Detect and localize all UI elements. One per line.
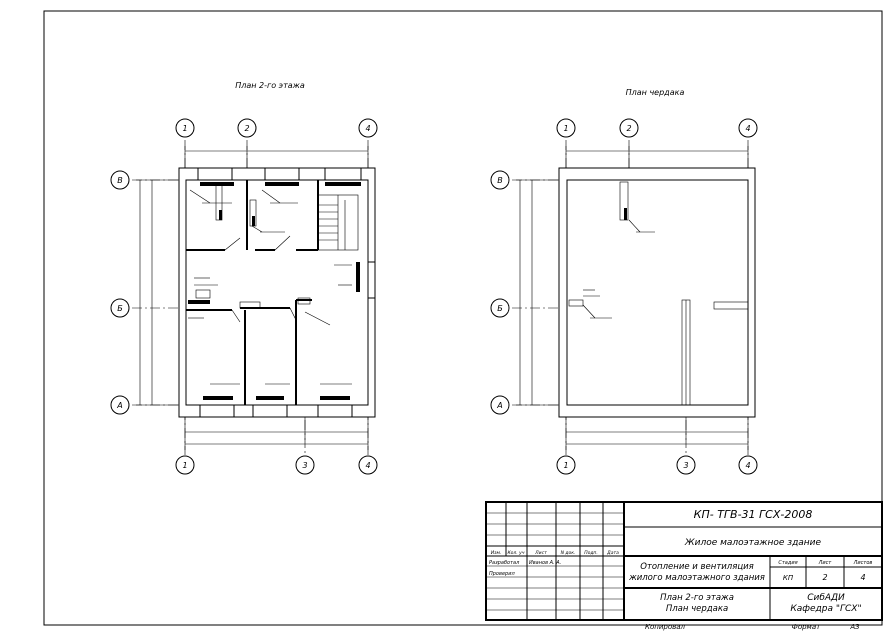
svg-text:В: В: [497, 176, 503, 185]
title-block: КП- ТГВ-31 ГСХ-2008 Жилое малоэтажное зд…: [485, 501, 883, 621]
attic-plan-title: План чердака: [626, 88, 685, 97]
svg-text:1: 1: [182, 461, 187, 470]
svg-text:2: 2: [626, 124, 631, 133]
attic-axis-left: В Б А: [490, 170, 510, 415]
footer-format: А3: [849, 623, 859, 631]
floor2-axis-bottom: 1 3 4: [175, 455, 378, 475]
floor2-plan: План 2-го этажа: [110, 81, 378, 475]
svg-text:Лист: Лист: [818, 560, 833, 566]
svg-text:А: А: [116, 401, 122, 410]
title-code: КП- ТГВ-31 ГСХ-2008: [694, 508, 813, 521]
floor2-axis-top: 1 2 4: [175, 118, 378, 138]
svg-text:А: А: [496, 401, 502, 410]
svg-text:1: 1: [182, 124, 187, 133]
svg-text:Проверил: Проверил: [489, 571, 515, 577]
sheet-frame: [43, 10, 883, 626]
footer-format-label: Формат: [792, 623, 821, 631]
svg-text:Разработал: Разработал: [489, 560, 520, 566]
svg-text:Лист: Лист: [534, 550, 547, 556]
svg-text:1: 1: [563, 124, 568, 133]
svg-text:Стадия: Стадия: [778, 560, 797, 566]
title-org-2: Кафедра "ГСХ": [790, 604, 861, 614]
svg-text:N док.: N док.: [561, 550, 576, 556]
title-sheet-2: План чердака: [666, 604, 728, 614]
svg-text:КП: КП: [783, 574, 794, 582]
title-sheet-1: План 2-го этажа: [660, 593, 734, 603]
footer-copied: Копировал: [645, 623, 686, 631]
svg-text:Листов: Листов: [853, 560, 873, 566]
svg-text:1: 1: [563, 461, 568, 470]
svg-text:Б: Б: [497, 304, 503, 313]
svg-text:2: 2: [822, 573, 827, 582]
svg-text:Подп.: Подп.: [584, 550, 598, 556]
attic-plan: План чердака: [490, 88, 758, 475]
title-building: Жилое малоэтажное здание: [684, 538, 822, 548]
svg-text:В: В: [117, 176, 123, 185]
svg-text:Изм.: Изм.: [491, 550, 502, 556]
svg-text:Б: Б: [117, 304, 123, 313]
title-org-1: СибАДИ: [807, 593, 845, 603]
svg-text:4: 4: [745, 124, 750, 133]
attic-axis-bottom: 1 3 4: [556, 455, 758, 475]
svg-text:3: 3: [302, 461, 307, 470]
svg-text:4: 4: [860, 573, 865, 582]
svg-text:4: 4: [745, 461, 750, 470]
svg-text:2: 2: [244, 124, 249, 133]
floor2-plan-title: План 2-го этажа: [235, 81, 305, 90]
title-project-1: Отопление и вентиляция: [640, 562, 754, 572]
attic-axis-top: 1 2 4: [556, 118, 758, 138]
svg-text:Дата: Дата: [606, 550, 619, 556]
svg-text:Иванов А. А.: Иванов А. А.: [529, 560, 561, 566]
title-project-2: жилого малоэтажного здания: [628, 573, 765, 583]
floor2-axis-left: В Б А: [110, 170, 130, 415]
svg-text:Кол. уч: Кол. уч: [507, 550, 524, 556]
svg-text:4: 4: [365, 124, 370, 133]
svg-text:4: 4: [365, 461, 370, 470]
svg-text:3: 3: [683, 461, 688, 470]
